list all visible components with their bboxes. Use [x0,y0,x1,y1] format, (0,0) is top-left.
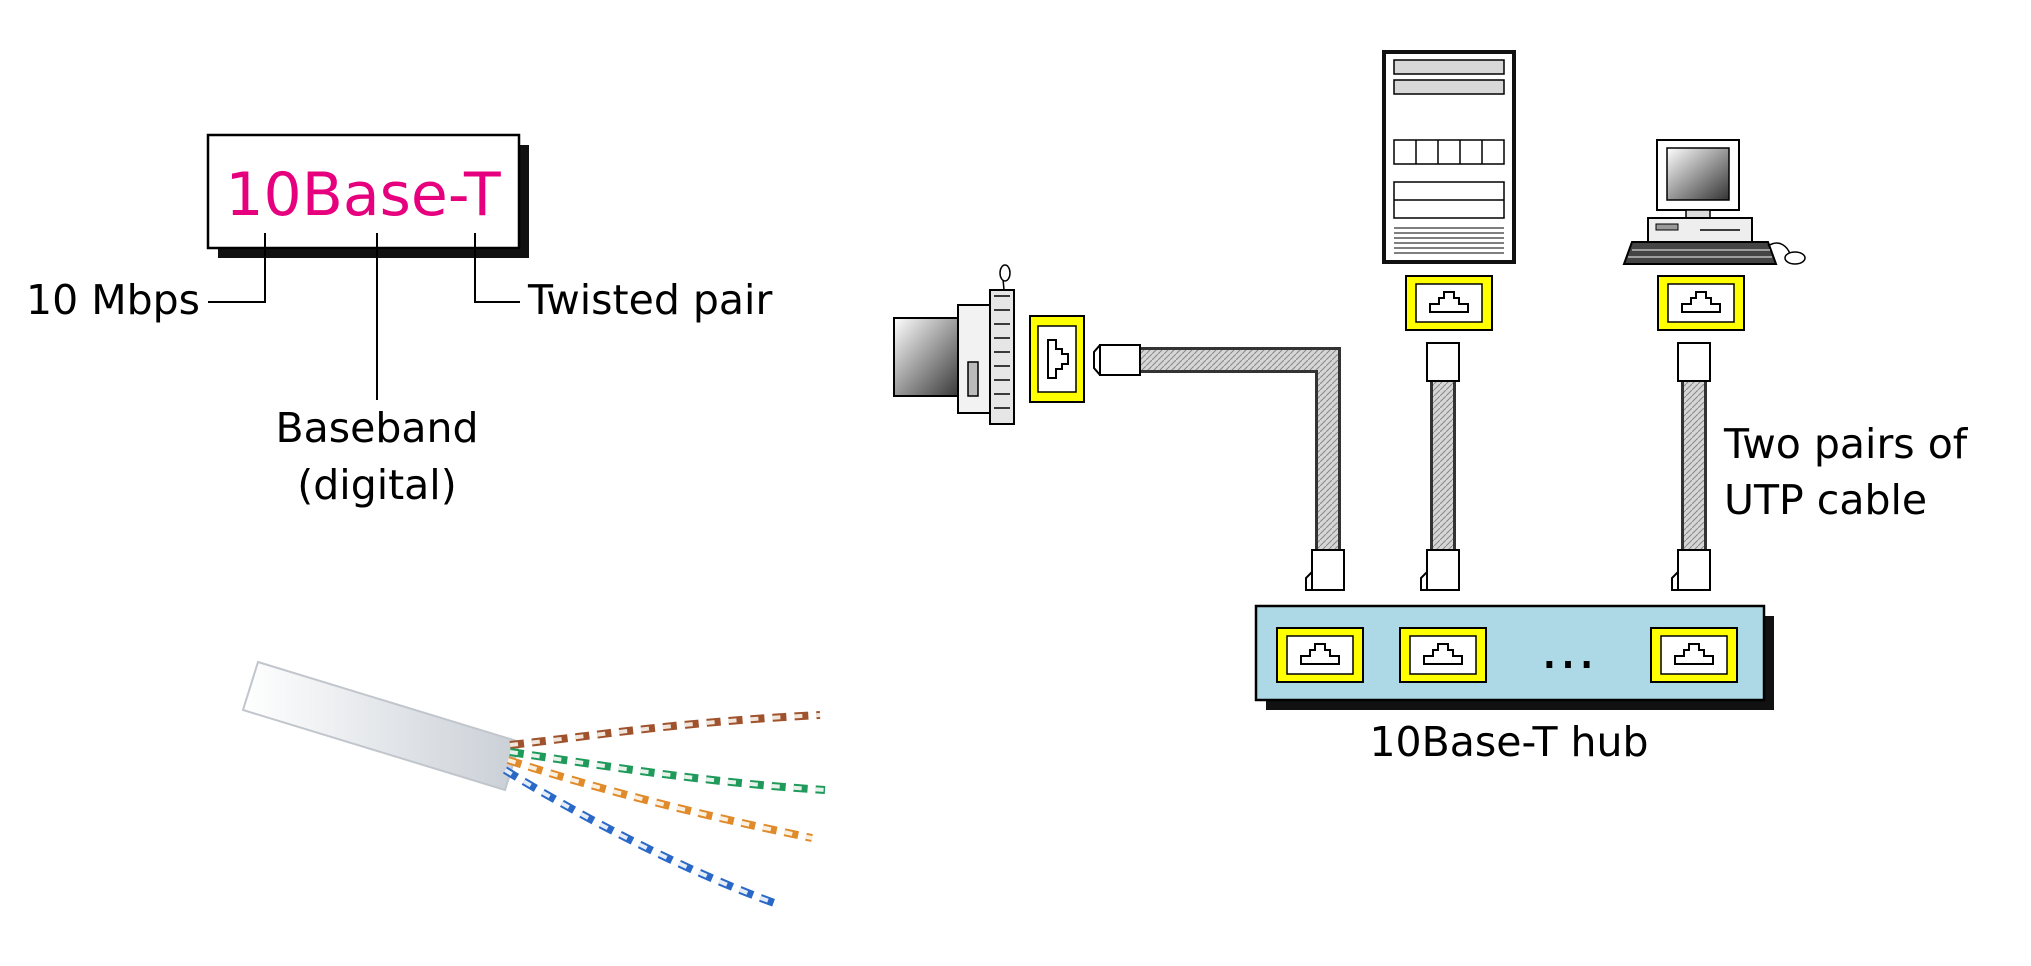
server-tower [1382,50,1516,264]
hub-port-n [1650,627,1738,683]
utp-cable-workstation [1671,342,1711,591]
hub-label: 10Base-T hub [1369,718,1648,766]
wire-pair-blue [502,766,782,909]
hub-ports-ellipsis: … [1540,617,1596,682]
left-station-jack [1029,315,1085,403]
cable-note-line2: UTP cable [1724,476,1927,524]
server-jack [1405,275,1493,331]
signal-label-line1: Baseband [276,404,479,452]
workstation-jack [1657,275,1745,331]
signal-label-line2: (digital) [297,461,456,509]
standard-code: 10Base-T [225,160,501,230]
utp-cable-photo [241,660,826,909]
right-workstation-computer [1622,139,1806,265]
standard-name-box: 10Base-T [206,133,529,258]
hub-port-1 [1276,627,1364,683]
data-rate-label: 10 Mbps [26,276,200,324]
callout-lines [208,233,520,400]
10base-t-hub: … [1254,604,1774,710]
medium-label: Twisted pair [527,276,772,324]
utp-cable-left-station [1093,344,1345,591]
left-station-computer [893,264,1015,425]
hub-port-2 [1399,627,1487,683]
cable-note-line1: Two pairs of [1723,420,1969,468]
utp-cable-server [1420,342,1460,591]
